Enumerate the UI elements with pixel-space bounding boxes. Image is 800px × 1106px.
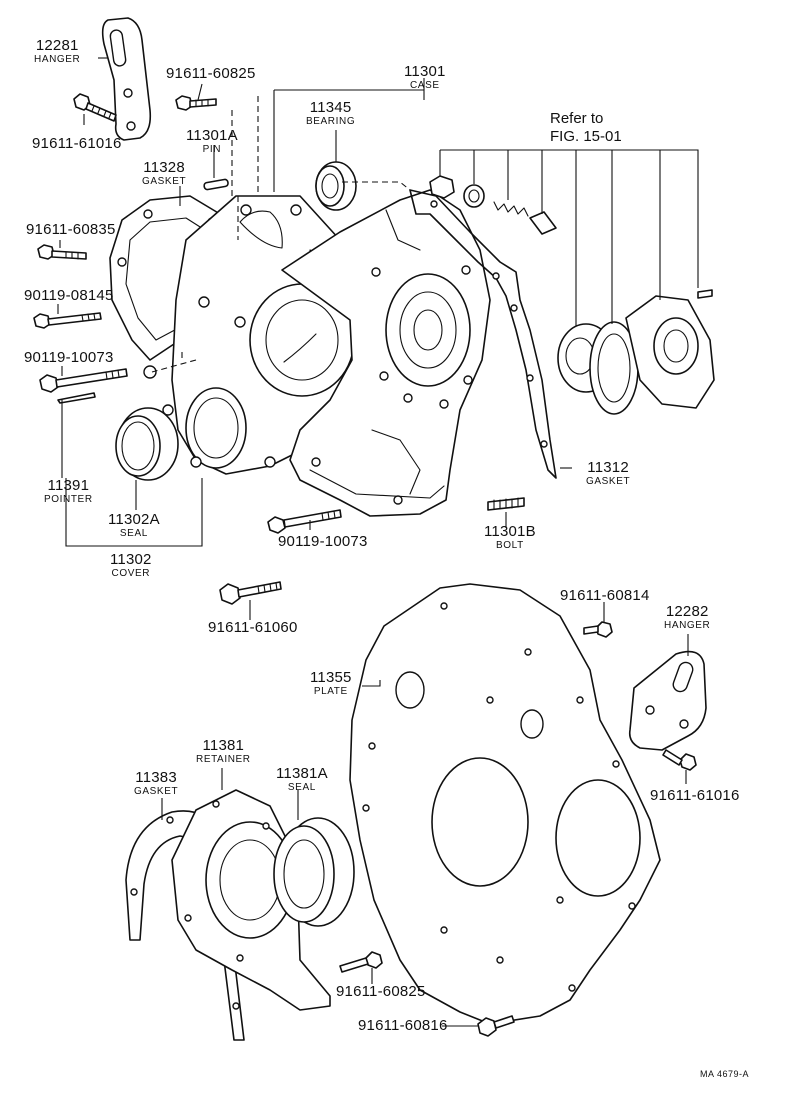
reference-line-2: FIG. 15-01: [550, 128, 622, 145]
label-bolt-91611-61016-right: 91611-61016: [650, 788, 740, 803]
part-name: COVER: [111, 568, 151, 579]
pointer-11391-drawing: [57, 392, 96, 404]
part-name: SEAL: [287, 782, 316, 793]
part-number: 11381: [202, 737, 245, 754]
seal-11302A-drawing: [115, 407, 179, 481]
part-name: BEARING: [306, 116, 356, 127]
part-number: 11381A: [276, 765, 328, 782]
part-number: 91611-60814: [560, 587, 650, 604]
label-bolt-91611-60835: 91611-60835: [26, 222, 116, 237]
seal-11381A-drawing: [273, 817, 355, 927]
label-case-11301: 11301 CASE: [404, 64, 446, 91]
part-number: 91611-60816: [358, 1017, 448, 1034]
leader-lines: [57, 57, 699, 1027]
part-number: 91611-60835: [26, 221, 116, 238]
part-number: 11302A: [108, 511, 160, 528]
bolt-90119-10073-mid-drawing: [267, 509, 342, 534]
part-name: GASKET: [134, 786, 179, 797]
label-bearing-11345: 11345 BEARING: [306, 100, 355, 127]
part-number: 90119-08145: [24, 287, 114, 304]
part-number: 90119-10073: [24, 349, 114, 366]
part-number: 90119-10073: [278, 533, 368, 550]
part-number: 91611-61016: [650, 787, 740, 804]
part-name: BOLT: [496, 540, 524, 551]
part-number: 11301: [404, 63, 446, 80]
label-bolt-91611-60825-top: 91611-60825: [166, 66, 256, 81]
part-number: 91611-61060: [208, 619, 298, 636]
label-retainer-11381: 11381 RETAINER: [196, 738, 251, 765]
bolt-91611-60835-drawing: [37, 244, 87, 260]
part-number: 11301B: [484, 523, 536, 540]
label-bolt-90119-10073-mid: 90119-10073: [278, 534, 368, 549]
label-bolt-90119-10073-left: 90119-10073: [24, 350, 114, 365]
bolt-11301B-drawing: [487, 497, 525, 511]
bolt-91611-60825-bottom-drawing: [339, 951, 383, 973]
part-name: RETAINER: [196, 754, 251, 765]
part-number: 11345: [309, 99, 352, 116]
label-gasket-11312: 11312 GASKET: [586, 460, 630, 487]
bolt-90119-08145-drawing: [33, 312, 102, 329]
part-number: 11302: [110, 551, 152, 568]
part-name: CASE: [409, 80, 440, 91]
part-name: SEAL: [119, 528, 148, 539]
part-name: POINTER: [44, 494, 93, 505]
bolt-90119-10073-left-drawing: [39, 368, 128, 393]
label-hanger-12281: 12281 HANGER: [34, 38, 80, 65]
reference-note: Refer to FIG. 15-01: [550, 110, 622, 146]
label-hanger-12282: 12282 HANGER: [664, 604, 710, 631]
plate-11355-drawing: [349, 583, 661, 1025]
part-name: GASKET: [142, 176, 187, 187]
drawing-code: MA 4679-A: [700, 1069, 750, 1079]
fig-15-01-parts-drawing: [429, 175, 715, 415]
part-name: HANGER: [34, 54, 81, 65]
reference-line-1: Refer to: [550, 110, 604, 127]
label-pointer-11391: 11391 POINTER: [44, 478, 93, 505]
part-number: 91611-60825: [166, 65, 256, 82]
part-name: PIN: [202, 144, 222, 155]
label-seal-11381A: 11381A SEAL: [276, 766, 328, 793]
label-bolt-91611-60816: 91611-60816: [358, 1018, 448, 1033]
part-name: GASKET: [586, 476, 631, 487]
bolt-91611-61060-drawing: [219, 581, 282, 605]
bolt-91611-60825-top-drawing: [175, 95, 217, 111]
label-bolt-91611-61060: 91611-61060: [208, 620, 298, 635]
label-bolt-11301B: 11301B BOLT: [484, 524, 536, 551]
part-number: 11301A: [186, 127, 238, 144]
bolt-91611-60816-drawing: [477, 1015, 515, 1037]
label-bolt-91611-61016-top: 91611-61016: [32, 136, 122, 151]
bolt-91611-61016-right-drawing: [662, 749, 697, 771]
pin-11301A-drawing: [203, 178, 229, 191]
case-11301-drawing: [281, 189, 491, 517]
part-number: 11355: [310, 669, 352, 686]
gasket-11312-drawing: [409, 189, 557, 479]
hanger-12281-drawing: [101, 17, 152, 141]
part-number: 91611-61016: [32, 135, 122, 152]
bearing-11345-drawing: [315, 161, 357, 211]
label-cover-11302: 11302 COVER: [110, 552, 152, 579]
part-number: 11312: [587, 459, 629, 476]
label-pin-11301A: 11301A PIN: [186, 128, 238, 155]
part-number: 12281: [35, 37, 79, 54]
label-bolt-91611-60825-bottom: 91611-60825: [336, 984, 426, 999]
label-gasket-11383: 11383 GASKET: [134, 770, 178, 797]
label-bolt-91611-60814: 91611-60814: [560, 588, 650, 603]
part-number: 11383: [135, 769, 177, 786]
part-number: 12282: [665, 603, 709, 620]
part-number: 91611-60825: [336, 983, 426, 1000]
part-name: PLATE: [313, 686, 348, 697]
label-plate-11355: 11355 PLATE: [310, 670, 352, 697]
part-name: HANGER: [664, 620, 711, 631]
bolt-91611-60814-drawing: [583, 621, 613, 638]
hanger-12282-drawing: [628, 650, 707, 751]
bolt-91611-61016-top-drawing: [73, 93, 117, 122]
part-number: 11391: [47, 477, 90, 494]
label-gasket-11328: 11328 GASKET: [142, 160, 186, 187]
label-bolt-90119-08145: 90119-08145: [24, 288, 114, 303]
label-seal-11302A: 11302A SEAL: [108, 512, 160, 539]
part-number: 11328: [143, 159, 185, 176]
